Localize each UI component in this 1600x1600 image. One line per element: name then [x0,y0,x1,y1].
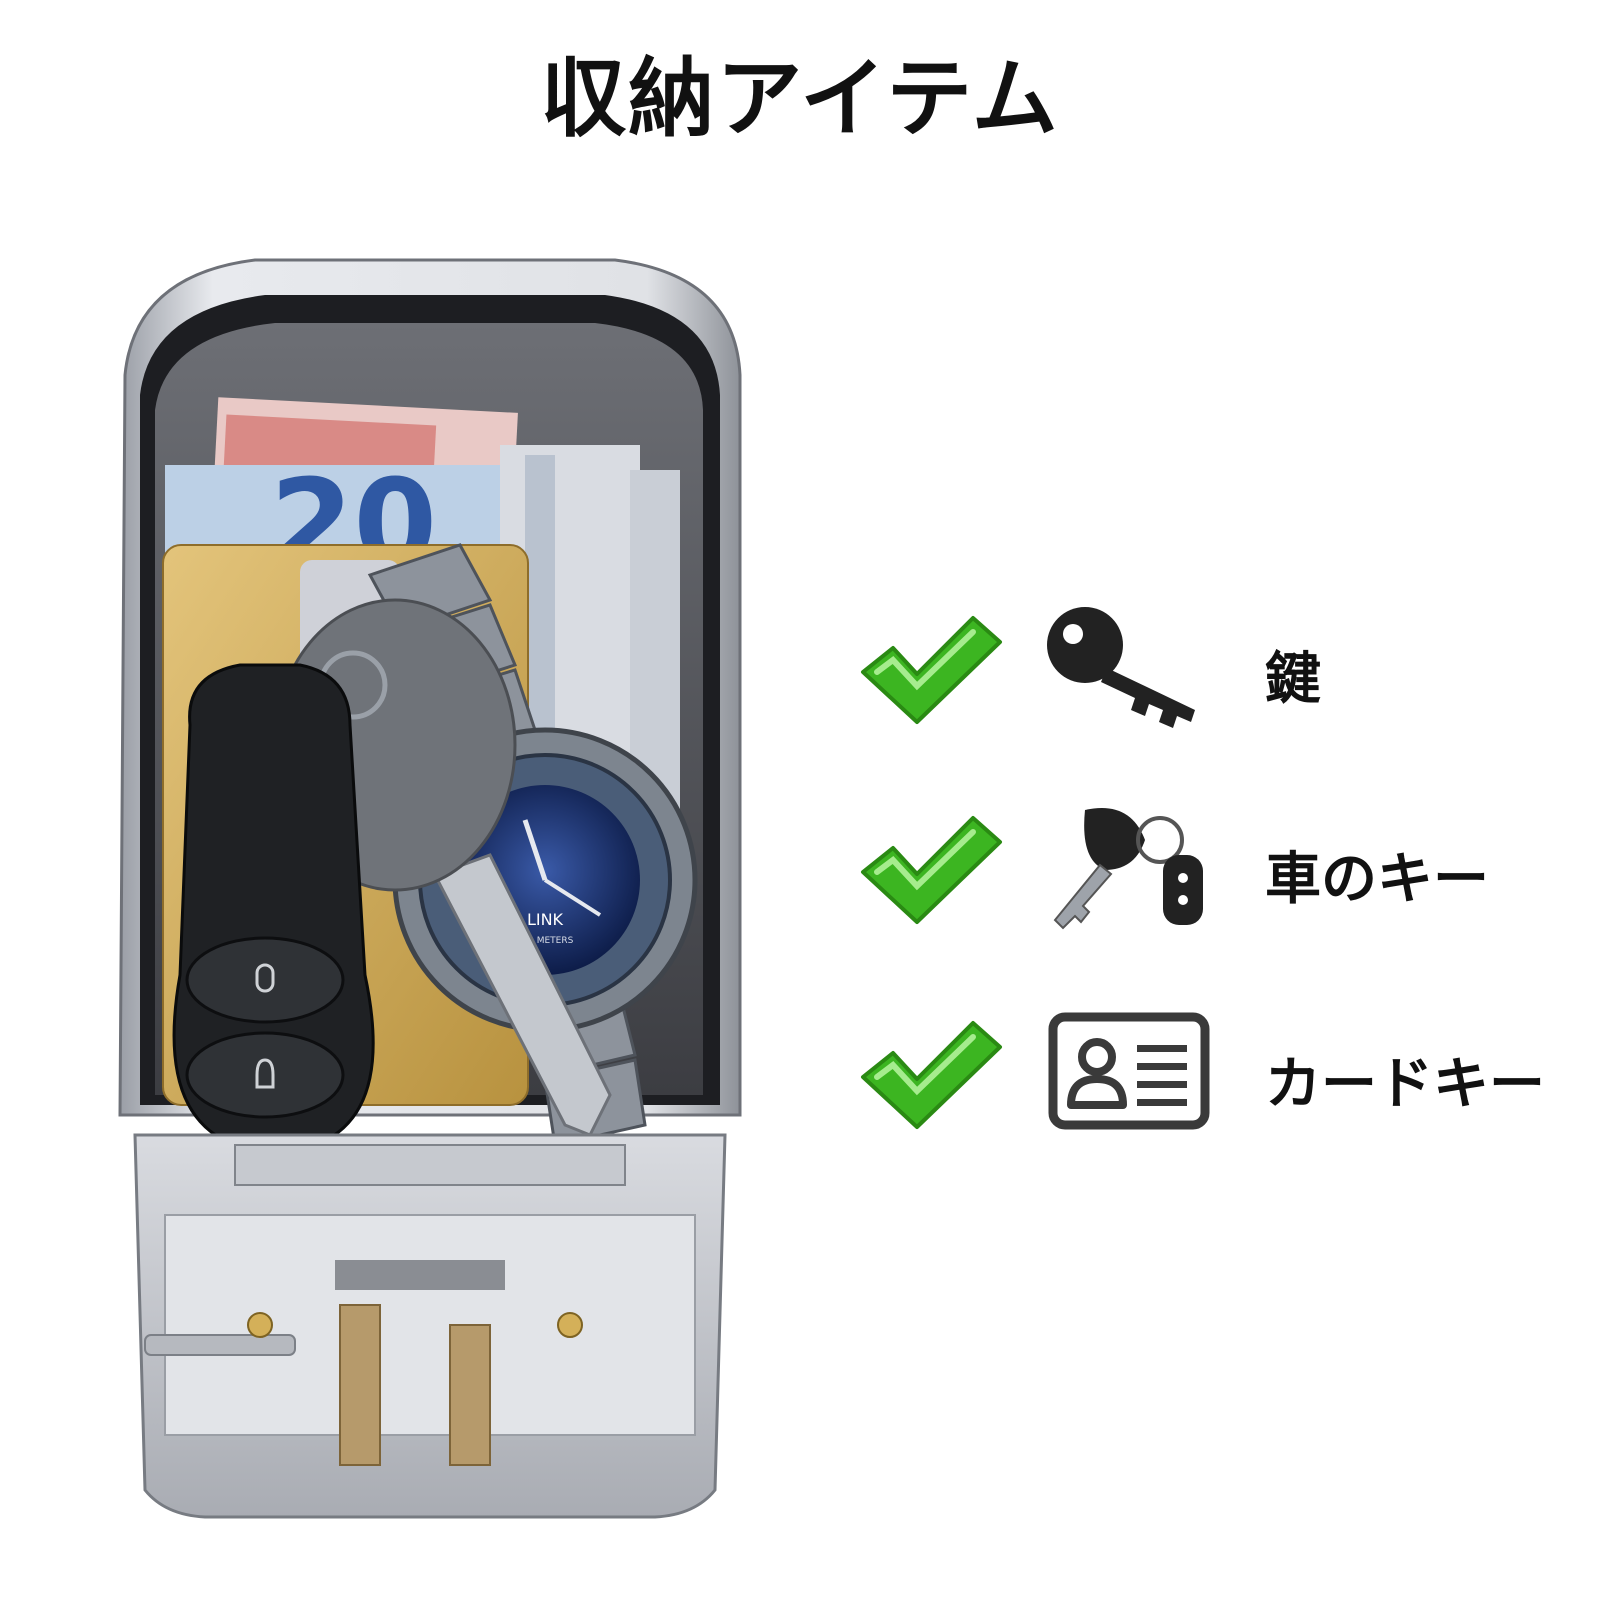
list-item-card-key: カードキー [855,1005,1555,1145]
svg-text:200 METERS: 200 METERS [517,936,574,946]
id-card-icon [1048,1012,1210,1130]
car-key-icon [1053,808,1203,930]
item-label: 車のキー [1265,847,1489,912]
lockbox-photo: 20 LINK 200 METERS [118,258,742,1519]
item-label: カードキー [1265,1052,1545,1117]
checkmark-icon [861,816,1002,924]
checkmark-icon [861,616,1002,724]
item-label: 鍵 [1265,647,1321,712]
page-title: 収納アイテム [540,49,1060,149]
checkmark-icon [861,1021,1002,1129]
list-item-car-key: 車のキー [855,800,1555,940]
svg-text:LINK: LINK [527,910,564,929]
list-item-key: 鍵 [855,600,1555,740]
key-icon [1047,607,1195,728]
